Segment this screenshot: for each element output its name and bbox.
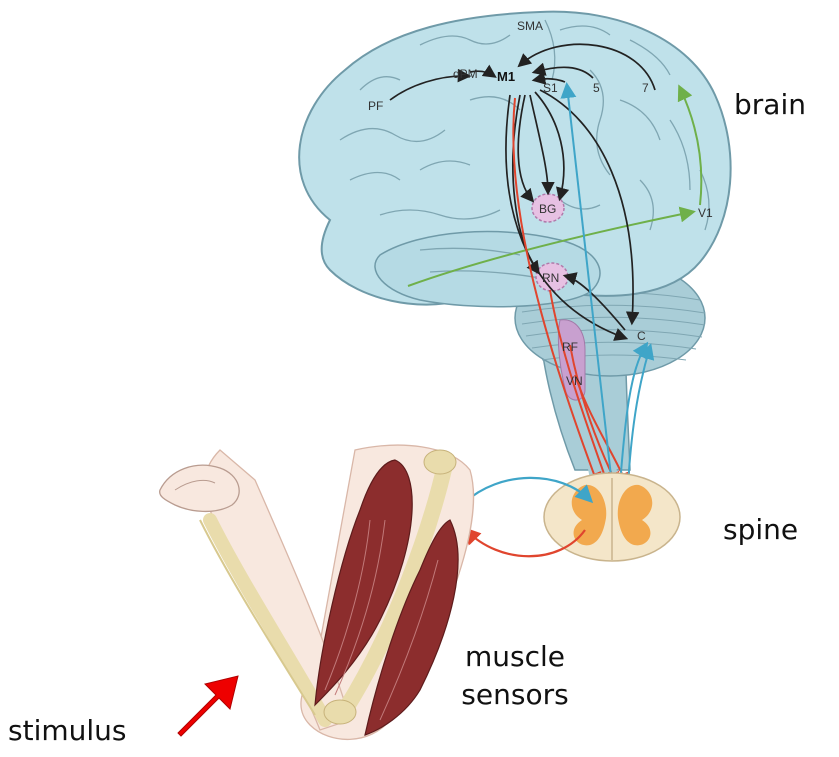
label-spine: spine <box>723 513 798 547</box>
label-rn: RN <box>542 271 559 285</box>
label-s1: S1 <box>543 81 558 95</box>
label-area5: 5 <box>593 81 600 95</box>
label-muscle-line1: muscle <box>445 640 585 674</box>
temporal-lobe <box>375 232 600 307</box>
label-muscle-line2: sensors <box>445 678 585 712</box>
arm-illustration <box>160 445 474 739</box>
label-rf: RF <box>562 340 578 354</box>
stimulus-arrow-icon <box>178 676 238 736</box>
label-muscle-sensors: muscle sensors <box>445 640 585 711</box>
label-vn: VN <box>566 374 583 388</box>
label-v1: V1 <box>698 206 713 220</box>
label-m1: M1 <box>497 69 515 84</box>
label-dpm: dPM <box>453 67 478 81</box>
label-pf: PF <box>368 99 383 113</box>
label-sma: SMA <box>517 19 543 33</box>
hand <box>160 465 240 511</box>
label-brain: brain <box>734 88 806 122</box>
label-stimulus: stimulus <box>8 714 126 748</box>
label-bg: BG <box>539 202 556 216</box>
label-area7: 7 <box>642 81 649 95</box>
label-c: C <box>637 329 646 343</box>
